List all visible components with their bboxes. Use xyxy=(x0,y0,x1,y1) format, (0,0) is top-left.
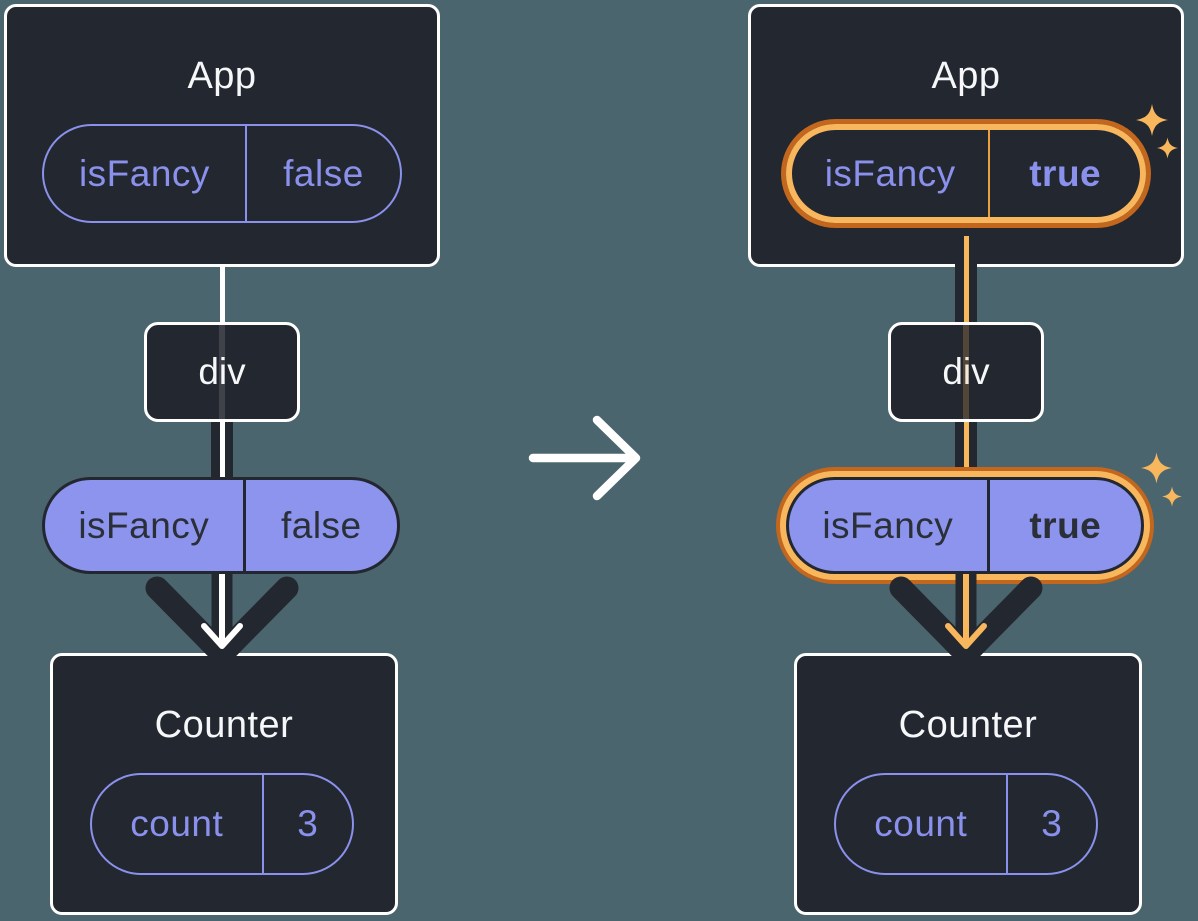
passed-prop-pill-after: isFancy true xyxy=(786,477,1144,574)
prop-name: isFancy xyxy=(792,130,991,217)
counter-state-pill-before: count 3 xyxy=(90,773,354,875)
prop-value: false xyxy=(280,504,362,546)
prop-value: true xyxy=(1029,152,1102,194)
counter-title: Counter xyxy=(898,704,1038,746)
state-value: 3 xyxy=(297,803,319,844)
prop-name: isFancy xyxy=(789,480,990,571)
state-value: 3 xyxy=(1041,803,1063,844)
div-node-before: div xyxy=(144,322,300,422)
counter-title: Counter xyxy=(154,704,294,746)
flow-arrow-icon xyxy=(889,574,1043,666)
app-prop-pill-before: isFancy false xyxy=(42,124,402,223)
div-label: div xyxy=(198,351,246,392)
app-prop-pill-after: isFancy true xyxy=(786,124,1146,223)
connector-app-to-div xyxy=(219,266,225,324)
app-title: App xyxy=(931,55,1001,97)
connector-behind-div xyxy=(219,325,225,419)
div-label: div xyxy=(942,351,990,392)
flow-arrow-icon xyxy=(145,574,299,666)
passed-prop-pill-before: isFancy false xyxy=(42,477,400,574)
connector-div-to-pill-inner xyxy=(219,421,225,478)
sparkle-icon-large xyxy=(1136,104,1168,136)
connector-behind-div xyxy=(963,325,969,419)
prop-name: isFancy xyxy=(45,480,246,571)
sparkle-icon-small xyxy=(1157,137,1178,159)
sparkle-icon-large xyxy=(1141,452,1172,484)
app-title: App xyxy=(187,55,257,97)
counter-state-pill-after: count 3 xyxy=(834,773,1098,875)
prop-value: false xyxy=(283,152,364,194)
state-name: count xyxy=(836,775,1008,873)
tree-before: App isFancy false div isFancy false Coun… xyxy=(0,0,444,921)
tree-after: App isFancy true div isFancy true xyxy=(744,0,1188,921)
transition-arrow-icon xyxy=(528,415,641,501)
prop-value: true xyxy=(1029,504,1102,546)
sparkle-icon-small xyxy=(1162,486,1182,507)
prop-name: isFancy xyxy=(44,126,247,221)
state-name: count xyxy=(92,775,264,873)
div-node-after: div xyxy=(888,322,1044,422)
